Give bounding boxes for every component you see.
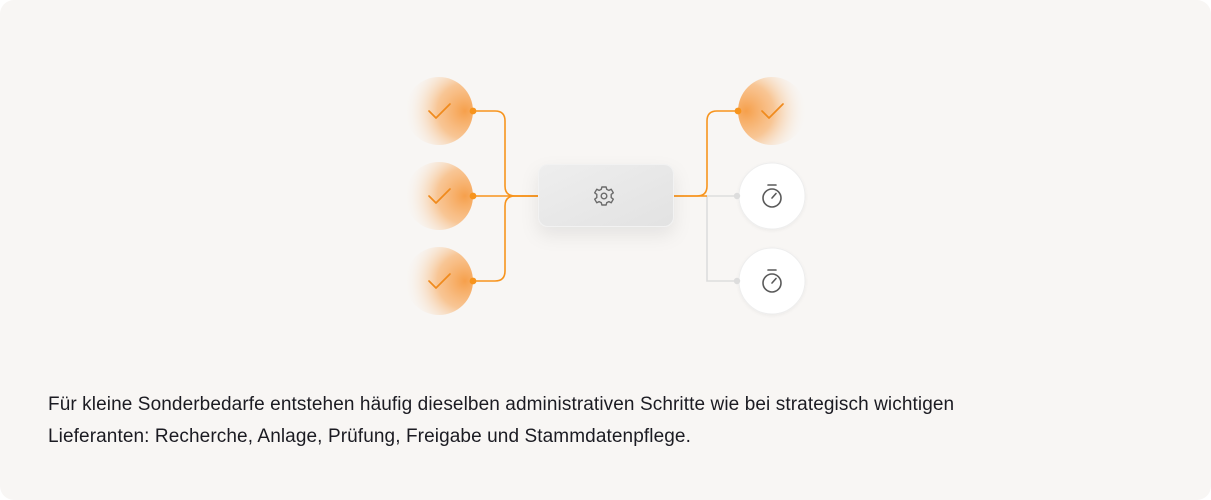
description-text: Für kleine Sonderbedarfe entstehen häufi…: [48, 394, 955, 447]
checkmark-icon: [428, 188, 451, 204]
input-node: [405, 77, 477, 145]
connector-dot: [734, 107, 742, 115]
input-connectors: [473, 110, 538, 282]
connector-dot: [469, 192, 477, 200]
input-node: [405, 162, 477, 230]
checkmark-icon: [761, 103, 784, 119]
process-diagram: [405, 77, 806, 315]
output-connectors: [674, 110, 738, 282]
stopwatch-icon: [762, 184, 782, 208]
connector-dot: [733, 192, 741, 200]
stopwatch-icon: [762, 269, 782, 293]
gear-icon: [594, 186, 614, 206]
input-node: [405, 247, 477, 315]
output-node: [733, 247, 806, 315]
process-hub: [538, 164, 674, 227]
connector-dot: [733, 277, 741, 285]
output-node: [733, 162, 806, 230]
checkmark-icon: [428, 103, 451, 119]
connector-dot: [469, 107, 477, 115]
checkmark-icon: [428, 273, 451, 289]
output-node: [734, 77, 806, 145]
connector-dot: [469, 277, 477, 285]
